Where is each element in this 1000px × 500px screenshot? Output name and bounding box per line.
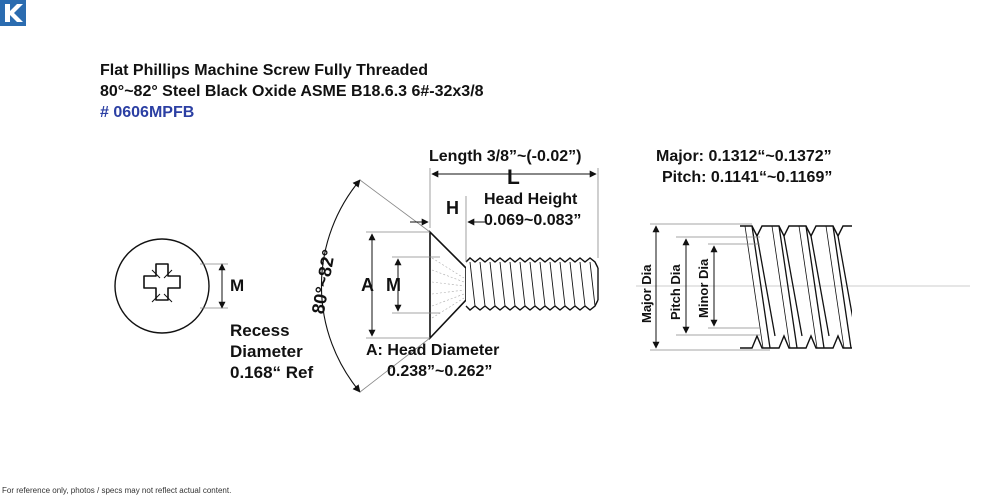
phillips-cross-icon bbox=[143, 263, 181, 301]
major-diameter-label: Major: 0.1312“~0.1372” bbox=[656, 148, 832, 165]
length-letter: L bbox=[507, 166, 520, 189]
recess-m-letter: M bbox=[386, 275, 401, 295]
length-label: Length 3/8”~(-0.02”) bbox=[429, 148, 582, 165]
recess-top-view bbox=[114, 238, 228, 334]
recess-caption-line-3: 0.168“ Ref bbox=[230, 363, 314, 382]
pitch-label: Pitch: 0.1141“~0.1169” bbox=[662, 169, 833, 186]
recess-caption-line-1: Recess bbox=[230, 321, 290, 340]
minor-dia-label: Minor Dia bbox=[696, 258, 711, 318]
head-height-title: Head Height bbox=[484, 191, 578, 208]
head-diameter-title: A: Head Diameter bbox=[366, 342, 500, 359]
screw-side-view bbox=[320, 168, 599, 393]
recess-caption-line-2: Diameter bbox=[230, 342, 303, 361]
recess-m-label: M bbox=[230, 276, 245, 295]
head-height-letter: H bbox=[446, 198, 459, 218]
head-height-value: 0.069~0.083” bbox=[484, 212, 582, 229]
thread-detail-view bbox=[636, 223, 970, 351]
part-number: # 0606MPFB bbox=[100, 104, 195, 121]
recess-caption: Recess Diameter 0.168“ Ref bbox=[230, 320, 313, 383]
head-diameter-value: 0.238”~0.262” bbox=[387, 363, 493, 380]
title-line-1: Flat Phillips Machine Screw Fully Thread… bbox=[100, 62, 429, 79]
head-diameter-letter: A bbox=[361, 275, 374, 295]
brand-logo bbox=[0, 0, 26, 26]
disclaimer-footer: For reference only, photos / specs may n… bbox=[2, 486, 232, 495]
title-line-2: 80°~82° Steel Black Oxide ASME B18.6.3 6… bbox=[100, 83, 484, 100]
product-title: Flat Phillips Machine Screw Fully Thread… bbox=[100, 60, 484, 123]
pitch-dia-label: Pitch Dia bbox=[668, 264, 683, 320]
major-dia-label: Major Dia bbox=[639, 264, 654, 323]
